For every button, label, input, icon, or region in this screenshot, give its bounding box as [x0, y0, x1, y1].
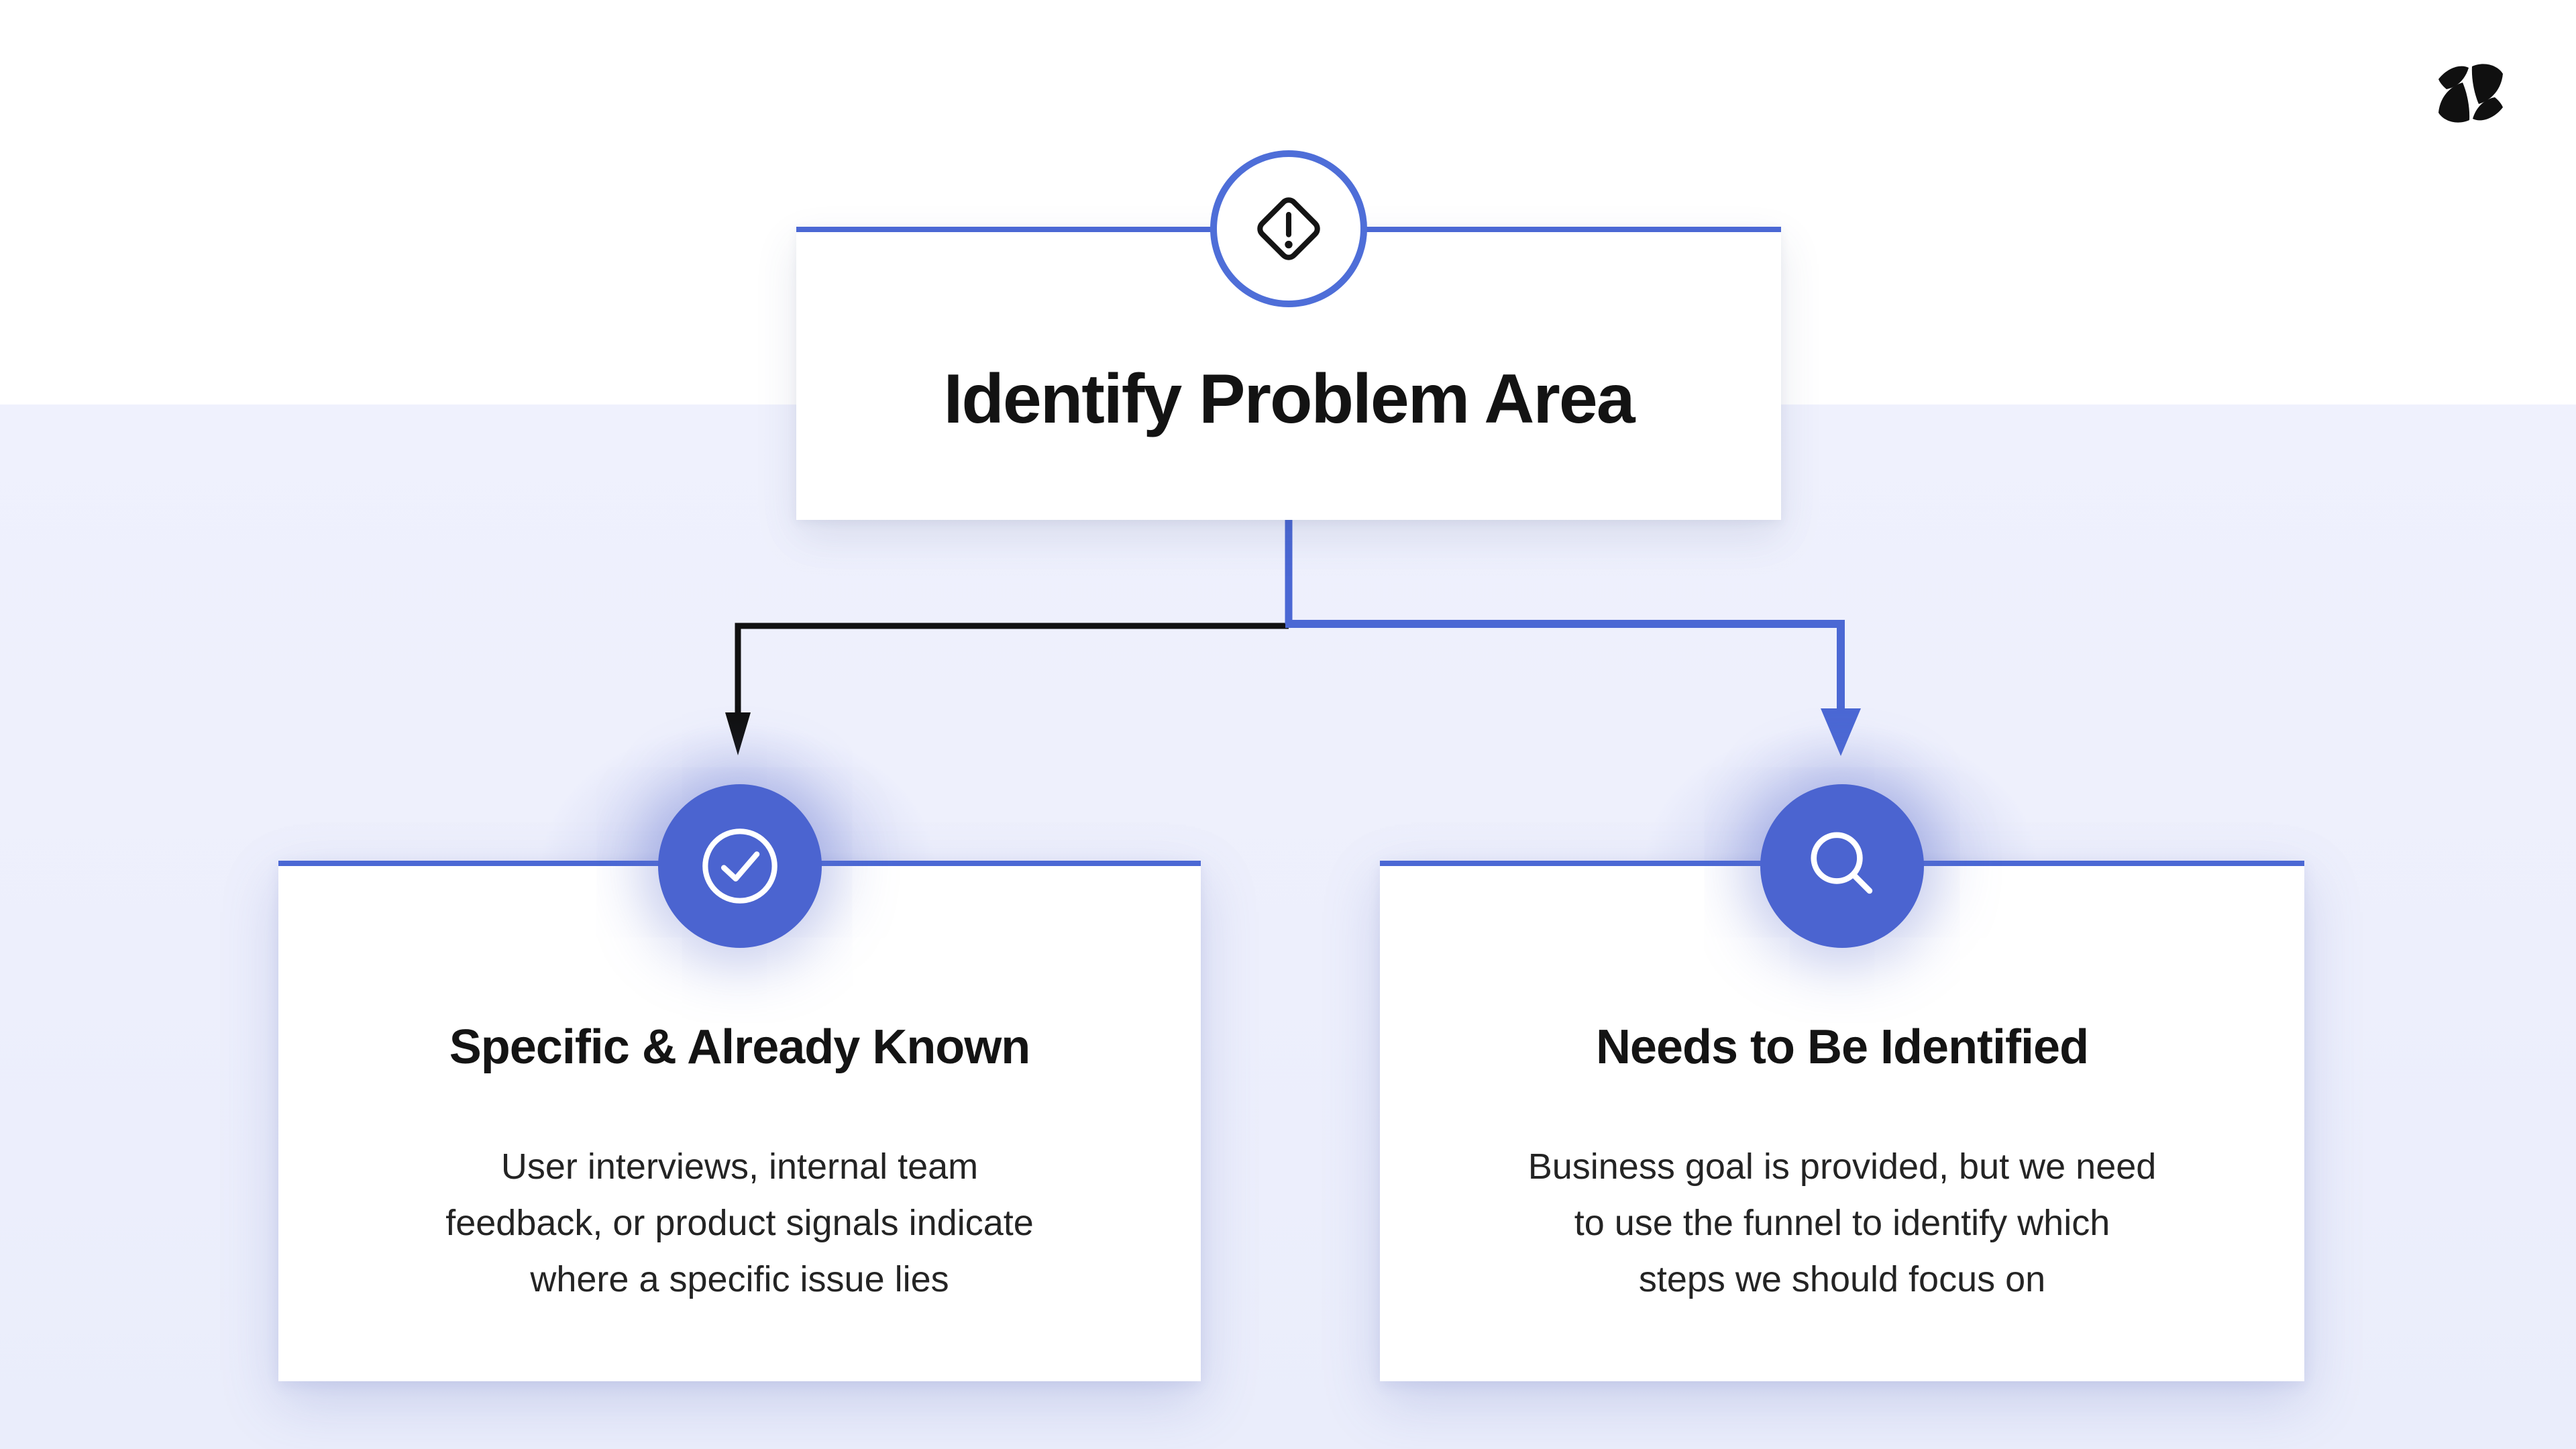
root-title: Identify Problem Area [943, 360, 1635, 438]
root-card-badge [1210, 150, 1367, 307]
root-card: Identify Problem Area [796, 150, 1781, 520]
left-card-body: User interviews, internal team feedback,… [278, 1138, 1201, 1307]
check-circle-icon [702, 828, 777, 904]
right-card-badge [1760, 784, 1924, 948]
right-card-body: Business goal is provided, but we need t… [1380, 1138, 2304, 1307]
left-card-badge [657, 784, 822, 948]
branch-card-specific-known: Specific & Already Known User interviews… [278, 784, 1201, 1381]
right-body-line-1: Business goal is provided, but we need [1527, 1146, 2157, 1187]
search-icon [1811, 832, 1873, 894]
connector-right-blue [1285, 620, 1845, 712]
right-card-heading: Needs to Be Identified [1595, 1020, 2089, 1074]
right-body-line-3: steps we should focus on [1638, 1259, 2046, 1299]
branch-card-needs-identified: Needs to Be Identified Business goal is … [1380, 784, 2304, 1381]
left-body-line-1: User interviews, internal team [500, 1146, 979, 1187]
arrowhead-right-blue [1821, 708, 1861, 756]
left-body-line-2: feedback, or product signals indicate [445, 1203, 1034, 1243]
right-body-line-2: to use the funnel to identify which [1574, 1203, 2110, 1243]
left-card-heading: Specific & Already Known [449, 1020, 1031, 1074]
alert-diamond-icon [1257, 197, 1320, 260]
arrowhead-left-black [725, 712, 751, 755]
connector-left-black [735, 623, 1289, 716]
left-body-line-3: where a specific issue lies [530, 1259, 949, 1299]
brand-logo [2438, 64, 2503, 123]
